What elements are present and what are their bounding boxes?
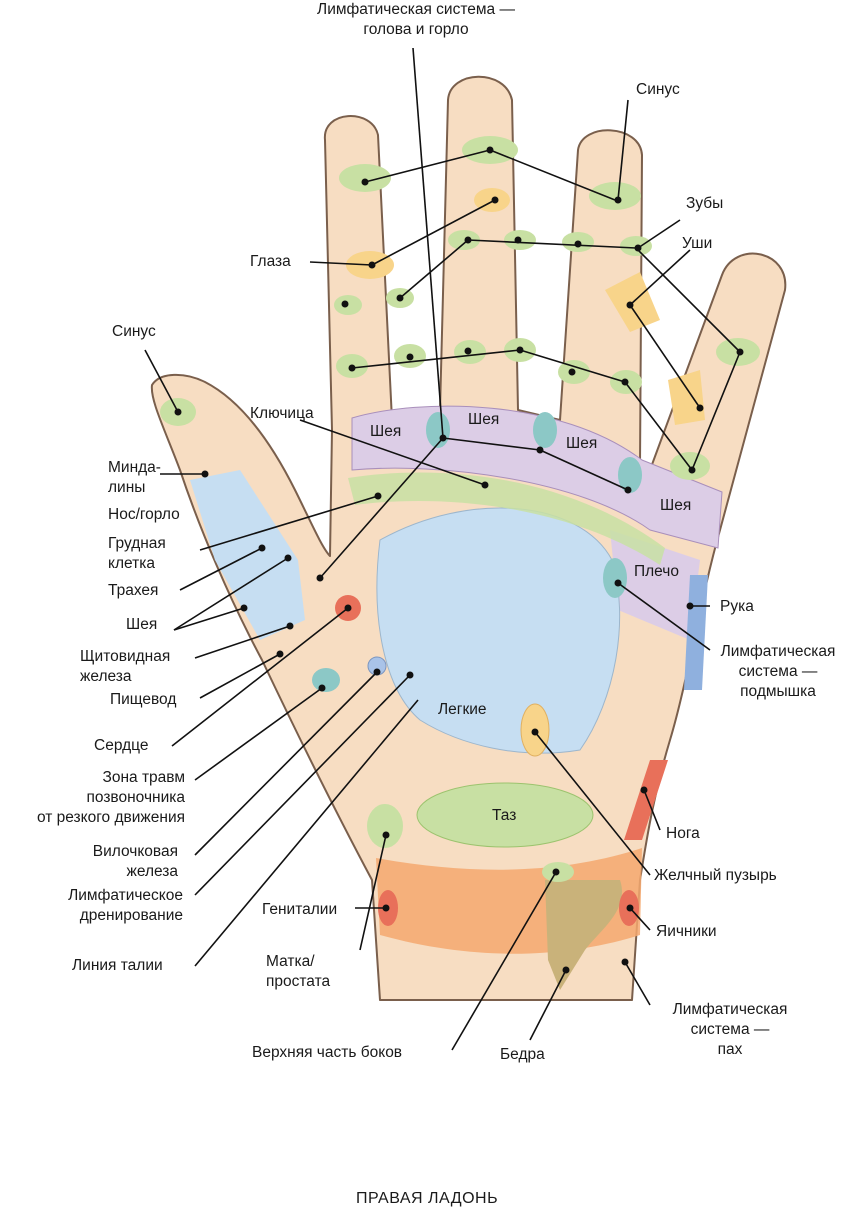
label-lymph-head-throat: Лимфатическая система — голова и горло	[317, 1, 515, 38]
label-ovaries: Яичники	[656, 923, 717, 940]
label-upper-hips: Верхняя часть боков	[252, 1044, 403, 1061]
label-nose-throat: Нос/горло	[108, 506, 180, 523]
chest-zone	[348, 472, 665, 565]
label-waistline: Линия талии	[72, 957, 163, 974]
label-sinus-top: Синус	[636, 81, 680, 98]
wrist-hip-zone	[545, 880, 622, 990]
label-pelvis: Таз	[492, 807, 517, 824]
label-lymph-groin: Лимфатическая система — пах	[672, 1001, 788, 1058]
leader-dots	[174, 146, 744, 974]
label-neck-left: Шея	[126, 616, 158, 633]
label-eyes: Глаза	[250, 253, 291, 270]
leg-strip	[624, 760, 668, 840]
label-esophagus: Пищевод	[110, 691, 177, 708]
label-genitals: Гениталии	[262, 901, 338, 918]
label-tonsils: Минда- лины	[108, 459, 161, 496]
diagram-caption: ПРАВАЯ ЛАДОНЬ	[355, 1190, 499, 1207]
label-gallbladder: Желчный пузырь	[654, 867, 777, 884]
label-trachea: Трахея	[108, 582, 159, 599]
label-uterus-prostate: Матка/ простата	[266, 953, 331, 990]
label-lymph-drainage: Лимфатическое дренирование	[68, 887, 183, 924]
pelvis-zone	[416, 782, 594, 848]
label-thighs: Бедра	[500, 1046, 545, 1063]
leader-lines	[144, 47, 741, 1051]
label-whiplash: Зона травм позвоночника от резкого движе…	[36, 769, 185, 826]
label-ears: Уши	[682, 235, 713, 252]
label-heart: Сердце	[94, 737, 149, 754]
label-clavicle: Ключица	[250, 405, 314, 422]
label-neck-4: Шея	[660, 497, 692, 514]
shoulder-zone	[610, 530, 700, 640]
zones	[190, 405, 723, 990]
label-neck-1: Шея	[370, 423, 402, 440]
label-neck-3: Шея	[566, 435, 598, 452]
label-shoulder: Плечо	[634, 563, 679, 580]
label-sinus-thumb: Синус	[112, 323, 156, 340]
label-teeth: Зубы	[686, 195, 724, 212]
label-chest: Грудная клетка	[108, 535, 166, 572]
label-neck-2: Шея	[468, 411, 500, 428]
label-leg: Нога	[666, 825, 700, 842]
label-lungs: Легкие	[438, 701, 487, 718]
label-arm: Рука	[720, 598, 754, 615]
label-lymph-armpit: Лимфатическая система — подмышка	[720, 643, 836, 700]
label-thyroid: Щитовидная железа	[80, 648, 171, 685]
label-thymus: Вилочковая железа	[92, 843, 178, 880]
